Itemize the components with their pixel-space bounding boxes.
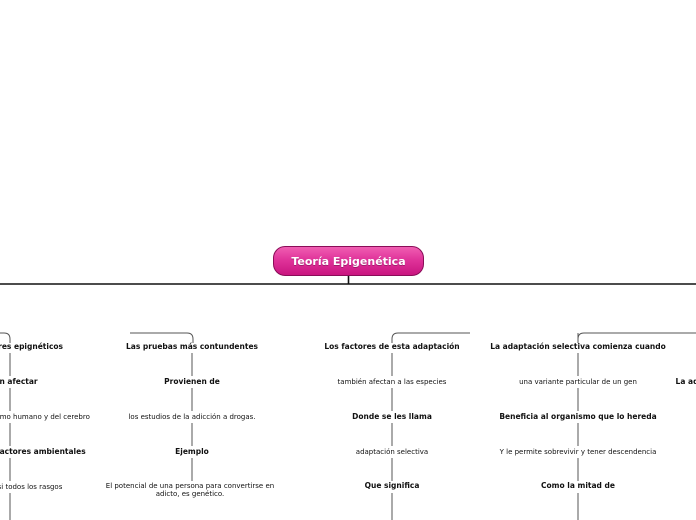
- branch-c2: [130, 332, 194, 343]
- topic-c1-1[interactable]: ores epignéticos: [0, 342, 64, 351]
- topic-c3-1[interactable]: Los factores de esta adaptación: [324, 342, 460, 351]
- topic-c1-5[interactable]: si todos los rasgos: [0, 483, 63, 491]
- topic-c1-3[interactable]: ismo humano y del cerebro: [0, 413, 90, 421]
- topic-c1-2[interactable]: en afectar: [0, 377, 38, 386]
- topic-c4-3[interactable]: Beneficia al organismo que lo hereda: [499, 412, 657, 421]
- topic-c3-5[interactable]: Que significa: [364, 481, 420, 490]
- topic-c5-1[interactable]: La ad: [675, 377, 696, 386]
- topic-c4-4[interactable]: Y le permite sobrevivir y tener descende…: [499, 448, 657, 456]
- topic-c3-2[interactable]: también afectan a las especies: [337, 378, 447, 386]
- topic-c2-3[interactable]: los estudios de la adicción a drogas.: [128, 413, 256, 421]
- branch-c3: [391, 332, 470, 343]
- topic-c3-3[interactable]: Donde se les llama: [352, 412, 432, 421]
- topic-c4-5[interactable]: Como la mitad de: [541, 481, 615, 490]
- topic-c2-4[interactable]: Ejemplo: [175, 447, 209, 456]
- topic-c1-4[interactable]: factores ambientales: [0, 447, 86, 456]
- root-topic[interactable]: Teoría Epigenética: [273, 246, 424, 276]
- topic-c2-2[interactable]: Provienen de: [164, 377, 220, 386]
- topic-c2-1[interactable]: Las pruebas más contundentes: [126, 342, 258, 351]
- topic-c4-1[interactable]: La adaptación selectiva comienza cuando: [490, 342, 666, 351]
- topic-c3-4[interactable]: adaptación selectiva: [355, 448, 429, 456]
- topic-c2-5[interactable]: El potencial de una persona para convert…: [105, 482, 275, 498]
- topic-c4-2[interactable]: una variante particular de un gen: [519, 378, 637, 386]
- branch-c1: [0, 332, 11, 343]
- root-topic-label: Teoría Epigenética: [291, 254, 406, 268]
